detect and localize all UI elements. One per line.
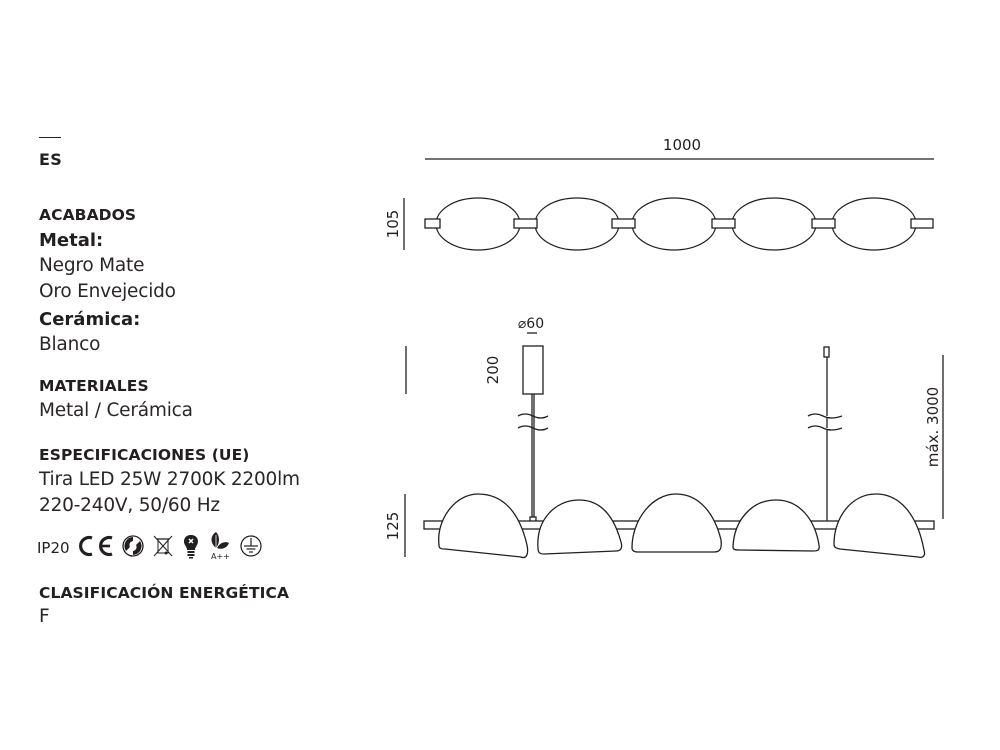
connector-6 [910,218,934,229]
connector-3 [611,218,636,229]
shade-4 [732,499,820,552]
depth-label: 105 [384,210,402,239]
connector-4 [711,218,736,229]
materiales-heading: MATERIALES [39,377,149,395]
ring-3 [631,197,717,251]
cable-fixing [823,346,830,358]
shade-3 [631,493,722,553]
metal-label: Metal: [39,230,104,251]
max-drop-label: máx. 3000 [924,387,942,467]
shade-1 [438,493,529,559]
ip-rating: IP20 [37,539,70,557]
ring-1 [435,197,521,251]
connector-5 [811,218,836,229]
shade-2 [537,499,623,555]
ce-mark-icon [76,535,114,561]
shade-5 [833,493,926,558]
led-bulb-icon [181,533,201,563]
metal-option-2: Oro Envejecido [39,281,176,302]
especificaciones-heading: ESPECIFICACIONES (UE) [39,446,250,464]
green-dot-recycle-icon [121,534,145,562]
acabados-heading: ACABADOS [39,206,137,224]
protective-earth-icon [239,534,263,562]
language-code: ES [39,150,63,169]
spec-line-1: Tira LED 25W 2700K 2200lm [39,469,300,490]
eco-label: A++ [211,552,230,561]
canopy-height-label: 200 [484,356,502,385]
suspension-joint [529,516,537,524]
ring-2 [534,197,620,251]
certification-icons: IP20 [37,531,270,565]
materiales-value: Metal / Cerámica [39,400,193,421]
ring-5 [831,197,917,251]
header-rule [39,137,61,138]
shade-height-label: 125 [384,512,402,541]
metal-option-1: Negro Mate [39,255,145,276]
clasificacion-value: F [39,606,50,627]
connector-1 [424,218,441,229]
ceramica-option-1: Blanco [39,334,101,355]
eco-leaf-icon: A++ [208,531,232,565]
canopy-diameter-label: ⌀60 [518,316,544,332]
weee-crossed-bin-icon [152,534,174,562]
connector-2 [513,218,538,229]
width-label: 1000 [663,136,701,154]
clasificacion-heading: CLASIFICACIÓN ENERGÉTICA [39,584,290,602]
ceramica-label: Cerámica: [39,309,141,330]
canopy [522,345,544,395]
spec-line-2: 220-240V, 50/60 Hz [39,495,220,516]
ring-4 [731,197,817,251]
horizontal-bar [423,520,935,530]
